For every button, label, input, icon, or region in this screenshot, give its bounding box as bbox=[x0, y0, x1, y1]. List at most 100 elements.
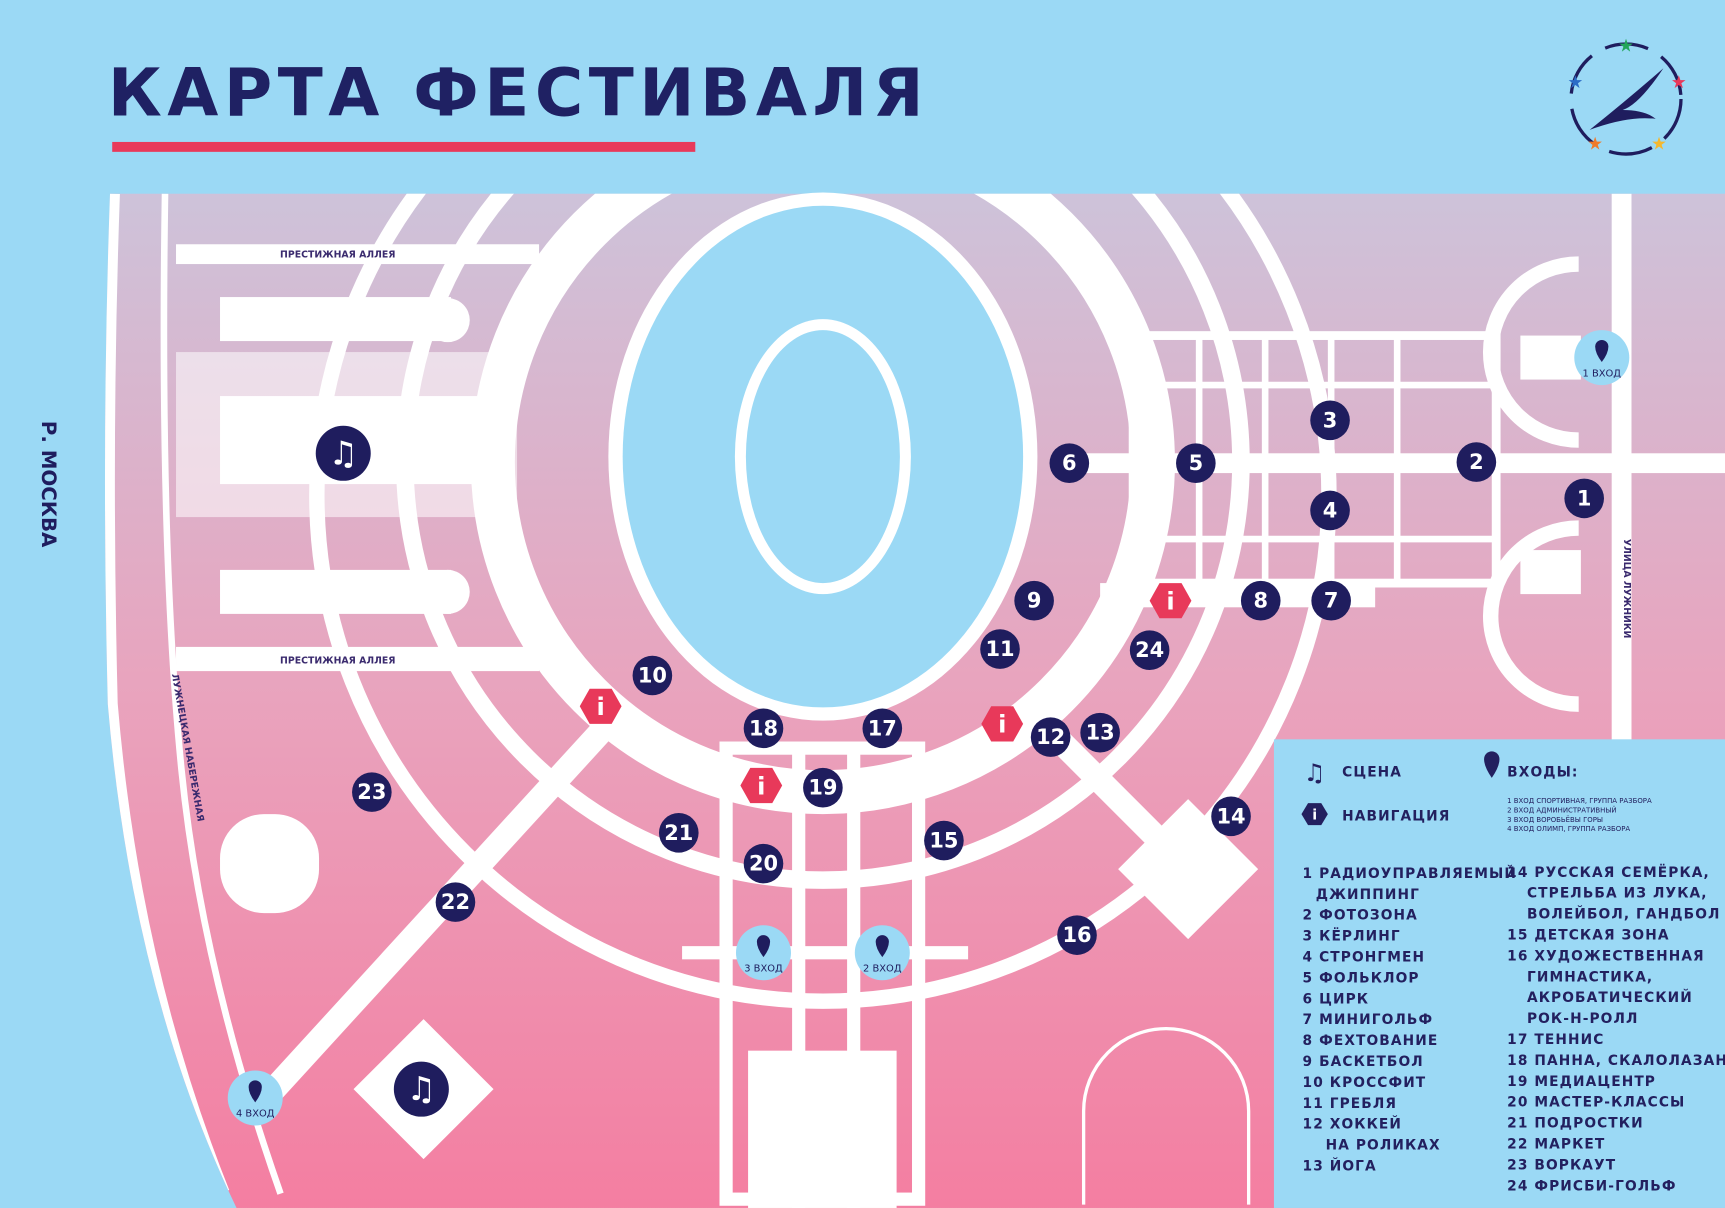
info-icon bbox=[1149, 583, 1192, 619]
legend-item: 11 ГРЕБЛЯ bbox=[1303, 1096, 1398, 1112]
entrance-marker[interactable]: 3 ВХОД bbox=[735, 925, 791, 981]
zone-marker-17[interactable]: 17 bbox=[862, 708, 903, 749]
legend-item: 23 ВОРКАУТ bbox=[1507, 1157, 1616, 1173]
legend-entrances-title: ВХОДЫ: bbox=[1507, 765, 1578, 781]
zone-marker-12[interactable]: 12 bbox=[1030, 717, 1071, 757]
zone-marker-24[interactable]: 24 bbox=[1129, 630, 1170, 671]
navigation-info-marker[interactable]: i bbox=[981, 706, 1024, 742]
svg-text:★: ★ bbox=[1671, 73, 1687, 93]
map-pin-icon bbox=[248, 1080, 262, 1103]
zone-marker-19[interactable]: 19 bbox=[803, 767, 843, 808]
map-pin-icon bbox=[1484, 751, 1500, 778]
zone-number: 1 bbox=[1577, 486, 1592, 510]
zone-marker-18[interactable]: 18 bbox=[743, 708, 784, 749]
music-note-icon: ♫ bbox=[328, 433, 358, 472]
svg-text:i: i bbox=[1166, 588, 1174, 616]
zone-number: 13 bbox=[1086, 721, 1115, 745]
legend-item: 19 МЕДИАЦЕНТР bbox=[1507, 1074, 1656, 1090]
zone-marker-2[interactable]: 2 bbox=[1456, 442, 1497, 482]
street-label: ПРЕСТИЖНАЯ АЛЛЕЯ bbox=[280, 655, 395, 666]
zone-number: 21 bbox=[664, 821, 693, 845]
legend-entrance-item: 4 ВХОД ОЛИМП, ГРУППА РАЗБОРА bbox=[1507, 825, 1630, 833]
info-icon bbox=[740, 767, 783, 804]
zone-marker-23[interactable]: 23 bbox=[352, 772, 392, 812]
info-icon bbox=[981, 706, 1024, 742]
music-note-icon: ♫ bbox=[1304, 759, 1326, 787]
zone-marker-10[interactable]: 10 bbox=[632, 655, 673, 696]
legend-item: 7 МИНИГОЛЬФ bbox=[1303, 1012, 1434, 1028]
zone-marker-14[interactable]: 14 bbox=[1211, 796, 1251, 837]
navigation-info-marker[interactable]: i bbox=[579, 688, 622, 724]
zone-marker-13[interactable]: 13 bbox=[1080, 712, 1120, 753]
title-underline bbox=[112, 141, 696, 152]
legend-item: 13 ЙОГА bbox=[1303, 1158, 1377, 1175]
zone-number: 4 bbox=[1323, 498, 1338, 522]
street-label: УЛИЦА ЛУЖНИКИ bbox=[1621, 539, 1632, 638]
legend-item: НА РОЛИКАХ bbox=[1326, 1138, 1441, 1154]
zone-number: 7 bbox=[1324, 589, 1339, 613]
entrance-marker[interactable]: 2 ВХОД bbox=[854, 925, 910, 981]
legend-item: СТРЕЛЬБА ИЗ ЛУКА, bbox=[1527, 886, 1708, 902]
zone-marker-20[interactable]: 20 bbox=[743, 843, 784, 884]
legend-item: 2 ФОТОЗОНА bbox=[1303, 908, 1418, 924]
zone-number: 9 bbox=[1027, 589, 1042, 613]
entrance-label: 2 ВХОД bbox=[863, 963, 902, 974]
info-icon bbox=[1301, 803, 1328, 826]
zone-marker-11[interactable]: 11 bbox=[980, 629, 1020, 669]
zone-marker-7[interactable]: 7 bbox=[1311, 580, 1351, 621]
legend-stage: СЦЕНА bbox=[1342, 765, 1402, 781]
legend-item: 22 МАРКЕТ bbox=[1507, 1137, 1605, 1153]
zone-number: 23 bbox=[357, 780, 386, 804]
page-title: КАРТА ФЕСТИВАЛЯ bbox=[108, 55, 929, 132]
river-label: Р. МОСКВА bbox=[37, 421, 60, 548]
legend-navigation: НАВИГАЦИЯ bbox=[1342, 809, 1450, 825]
legend-item: 6 ЦИРК bbox=[1303, 991, 1370, 1007]
legend-item: ГИМНАСТИКА, bbox=[1527, 969, 1653, 985]
navigation-info-marker[interactable]: i bbox=[1149, 583, 1192, 619]
zone-marker-6[interactable]: 6 bbox=[1049, 443, 1090, 483]
zone-number: 5 bbox=[1189, 451, 1204, 475]
zone-marker-21[interactable]: 21 bbox=[658, 813, 699, 853]
zone-number: 8 bbox=[1253, 589, 1268, 613]
legend-item: 5 ФОЛЬКЛОР bbox=[1303, 970, 1420, 986]
legend-item: РОК-Н-РОЛЛ bbox=[1527, 1011, 1639, 1027]
svg-text:i: i bbox=[597, 693, 605, 721]
entrance-label: 3 ВХОД bbox=[744, 963, 783, 974]
legend-entrance-item: 3 ВХОД ВОРОБЬЁВЫ ГОРЫ bbox=[1507, 815, 1603, 824]
legend-panel: ♫ СЦЕНА i НАВИГАЦИЯ ВХОДЫ: 1 ВХОД СПОРТИ… bbox=[1273, 739, 1725, 1208]
zone-number: 3 bbox=[1323, 408, 1338, 432]
zone-marker-3[interactable]: 3 bbox=[1310, 400, 1350, 441]
svg-text:★: ★ bbox=[1587, 135, 1603, 155]
legend-entrance-item: 2 ВХОД АДМИНИСТРАТИВНЫЙ bbox=[1507, 805, 1616, 814]
legend-item: 14 РУССКАЯ СЕМЁРКА, bbox=[1507, 864, 1710, 881]
entrance-marker[interactable]: 1 ВХОД bbox=[1574, 330, 1630, 386]
zone-marker-8[interactable]: 8 bbox=[1240, 580, 1281, 621]
map-pin-icon bbox=[875, 935, 889, 958]
zone-marker-1[interactable]: 1 bbox=[1564, 478, 1604, 519]
legend-item: 8 ФЕХТОВАНИЕ bbox=[1303, 1033, 1439, 1049]
zone-marker-16[interactable]: 16 bbox=[1057, 915, 1097, 955]
entrance-marker[interactable]: 4 ВХОД bbox=[227, 1070, 283, 1126]
zone-marker-9[interactable]: 9 bbox=[1014, 580, 1054, 621]
svg-text:i: i bbox=[1312, 808, 1317, 824]
zone-number: 24 bbox=[1135, 638, 1164, 662]
zone-marker-4[interactable]: 4 bbox=[1310, 490, 1350, 531]
legend-item: 17 ТЕННИС bbox=[1507, 1032, 1604, 1048]
legend-entrance-item: 1 ВХОД СПОРТИВНАЯ, ГРУППА РАЗБОРА bbox=[1507, 797, 1652, 805]
zone-number: 10 bbox=[638, 664, 667, 688]
stage-marker[interactable]: ♫ bbox=[315, 425, 371, 481]
zone-number: 11 bbox=[985, 637, 1014, 661]
zone-marker-5[interactable]: 5 bbox=[1176, 443, 1216, 483]
zone-marker-15[interactable]: 15 bbox=[924, 820, 964, 861]
map-pin-icon bbox=[756, 935, 771, 958]
zone-number: 12 bbox=[1036, 725, 1065, 749]
zone-number: 16 bbox=[1062, 923, 1091, 947]
zone-number: 14 bbox=[1217, 804, 1246, 828]
legend-item: 15 ДЕТСКАЯ ЗОНА bbox=[1507, 928, 1669, 944]
legend-item: 9 БАСКЕТБОЛ bbox=[1303, 1054, 1424, 1070]
zone-number: 17 bbox=[868, 716, 897, 740]
stadium bbox=[608, 192, 1038, 721]
navigation-info-marker[interactable]: i bbox=[740, 767, 783, 804]
zone-marker-22[interactable]: 22 bbox=[435, 882, 476, 922]
legend-item: АКРОБАТИЧЕСКИЙ bbox=[1527, 989, 1693, 1006]
